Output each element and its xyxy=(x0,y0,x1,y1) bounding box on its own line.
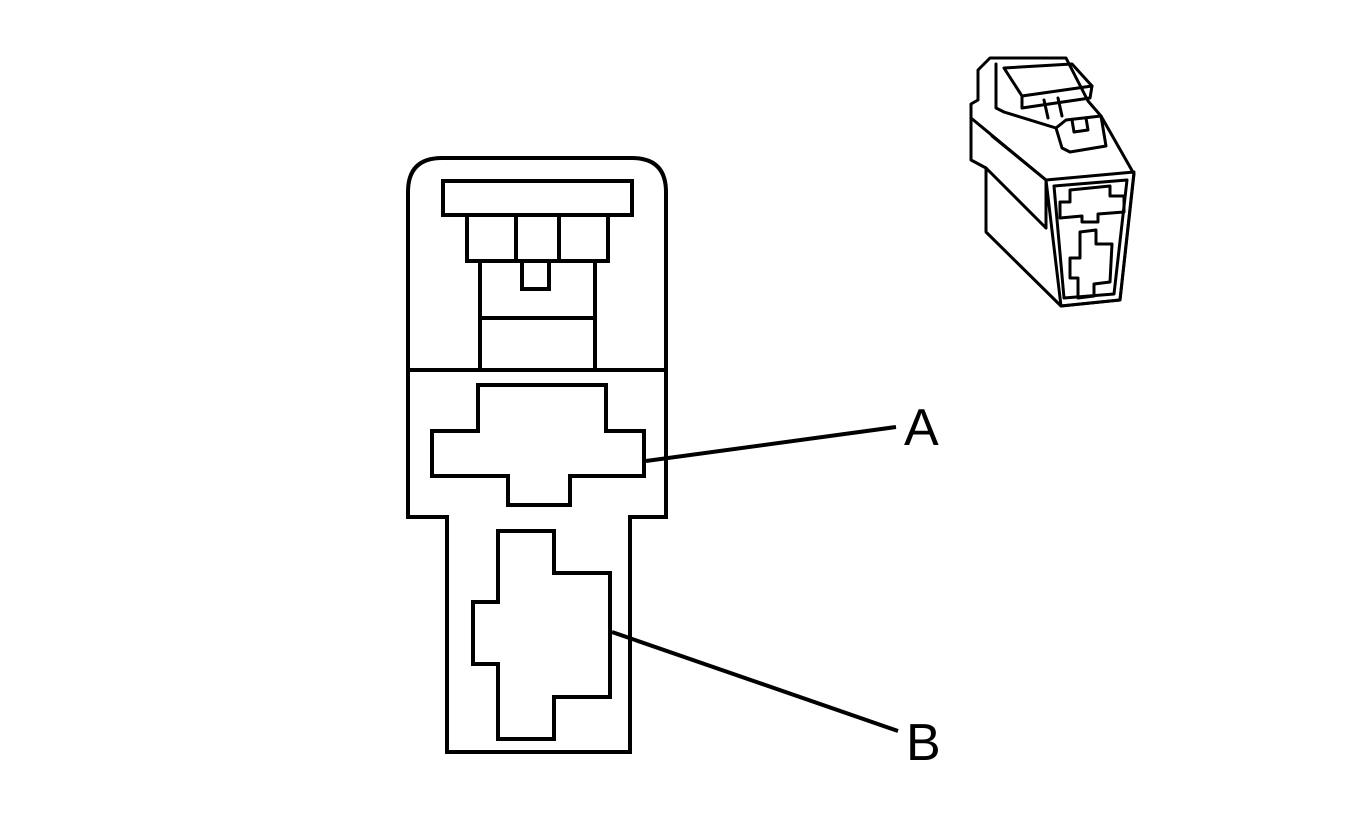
callout-a: A xyxy=(645,399,939,463)
terminal-cavity-a xyxy=(430,383,646,507)
connector-face-view xyxy=(406,156,668,754)
connector-body-outline xyxy=(406,156,668,754)
locking-tab xyxy=(441,179,634,370)
connector-isometric-view xyxy=(969,56,1136,308)
callout-b: B xyxy=(611,630,941,772)
leader-line-b xyxy=(611,630,899,733)
label-a: A xyxy=(904,399,939,457)
label-b: B xyxy=(906,714,941,772)
terminal-cavity-b xyxy=(471,529,612,741)
leader-line-a xyxy=(645,425,897,463)
